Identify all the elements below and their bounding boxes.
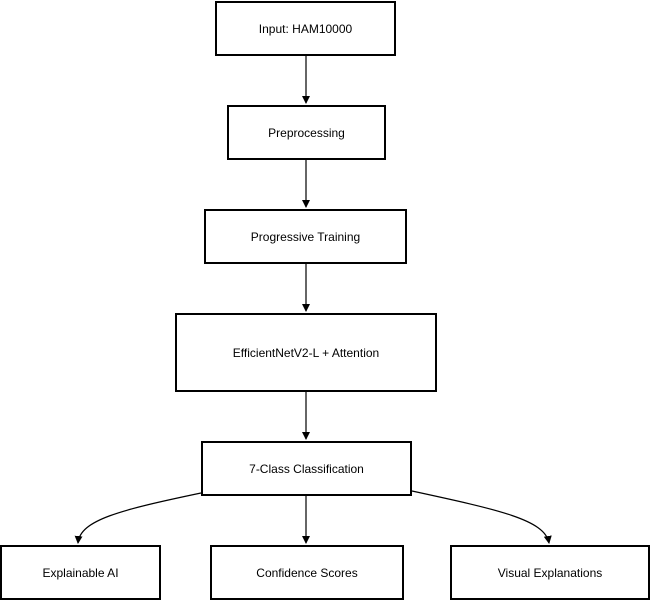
- node-input: Input: HAM10000: [215, 1, 396, 56]
- node-model-label: EfficientNetV2-L + Attention: [232, 345, 380, 360]
- node-progressive-training: Progressive Training: [204, 209, 407, 264]
- node-confidence-scores-label: Confidence Scores: [256, 565, 358, 580]
- node-progressive-training-label: Progressive Training: [250, 229, 361, 244]
- node-confidence-scores: Confidence Scores: [210, 545, 404, 600]
- node-classification: 7-Class Classification: [201, 441, 412, 496]
- node-classification-label: 7-Class Classification: [249, 461, 364, 476]
- edge-classification-to-explainable-ai: [74, 492, 202, 544]
- node-explainable-ai-label: Explainable AI: [42, 565, 119, 580]
- node-preprocessing: Preprocessing: [227, 105, 386, 160]
- node-visual-explanations: Visual Explanations: [450, 545, 650, 600]
- node-explainable-ai: Explainable AI: [0, 545, 161, 600]
- node-model: EfficientNetV2-L + Attention: [175, 313, 437, 392]
- node-preprocessing-label: Preprocessing: [268, 125, 345, 140]
- node-input-label: Input: HAM10000: [258, 21, 353, 36]
- edge-classification-to-visual-explanations: [411, 490, 552, 544]
- node-visual-explanations-label: Visual Explanations: [497, 565, 603, 580]
